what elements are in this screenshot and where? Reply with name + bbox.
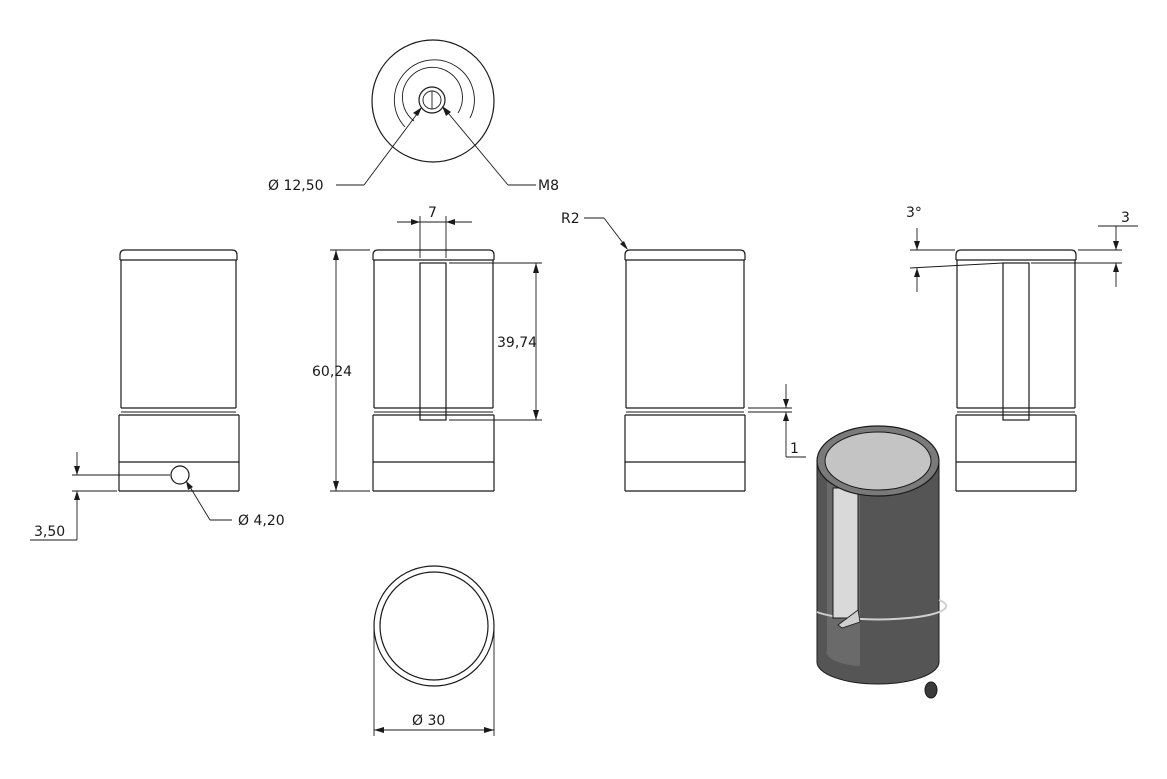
pin-height-dimension: 3,50	[30, 452, 170, 541]
hole-diameter-dimension: Ø 12,50	[268, 107, 422, 194]
outer-diameter-label: Ø 30	[412, 713, 445, 729]
top-offset-dimension: 3	[1031, 210, 1138, 287]
slot-width-label: 7	[428, 205, 437, 221]
side-view-front	[372, 249, 495, 492]
angle-dimension: 3°	[906, 205, 1004, 292]
slot-width-dimension: 7	[397, 205, 472, 258]
isometric-view	[816, 425, 948, 699]
side-view-right	[624, 249, 746, 492]
top-offset-label: 3	[1121, 210, 1130, 226]
angle-label: 3°	[906, 205, 922, 221]
thread-dimension: M8	[442, 106, 559, 194]
top-view	[371, 39, 495, 163]
hole-diameter-label: Ø 12,50	[268, 178, 324, 194]
fillet-radius-label: R2	[561, 211, 580, 227]
pin-height-label: 3,50	[34, 524, 65, 540]
side-view-far-right	[955, 249, 1077, 492]
gap-label: 1	[790, 441, 799, 457]
side-view-left	[118, 249, 240, 492]
pin-hole-dimension: Ø 4,20	[186, 481, 285, 529]
gap-dimension: 1	[748, 384, 806, 458]
overall-height-label: 60,24	[312, 364, 352, 380]
fillet-radius-dimension: R2	[561, 211, 628, 250]
thread-label: M8	[538, 178, 559, 194]
bottom-view: Ø 30	[373, 565, 495, 736]
pin-hole-label: Ø 4,20	[238, 513, 285, 529]
slot-length-label: 39,74	[497, 335, 537, 351]
overall-height-dimension: 60,24	[312, 249, 370, 492]
slot-length-dimension: 39,74	[449, 262, 542, 421]
